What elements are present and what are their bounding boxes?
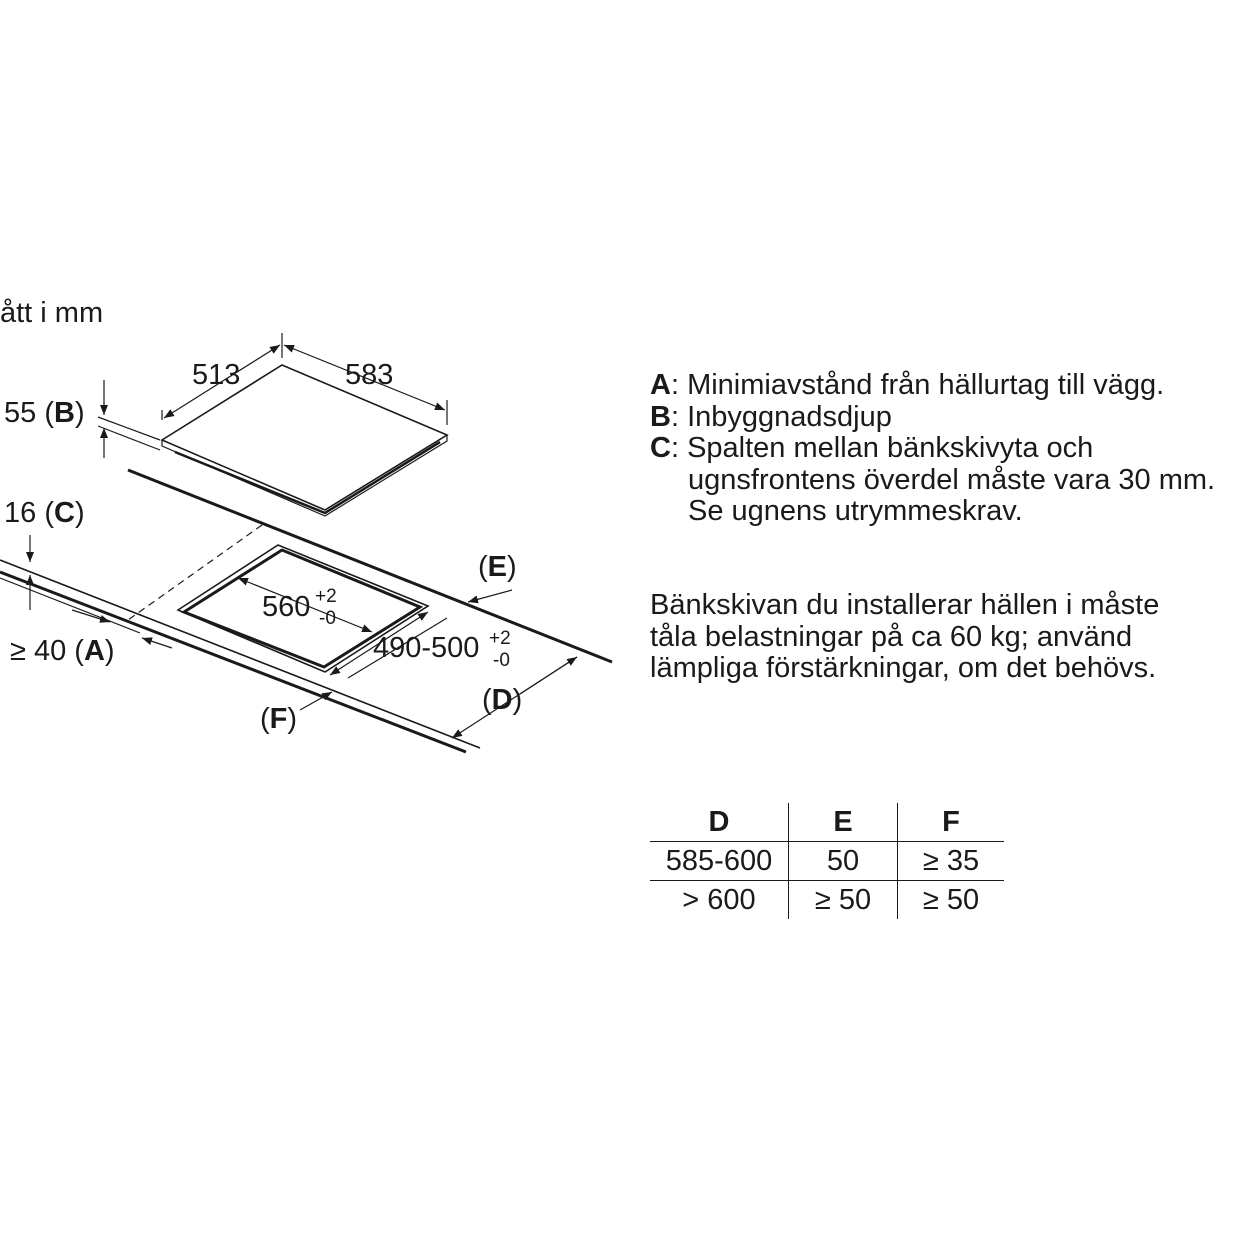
a-distance-arrows <box>71 609 173 649</box>
table-header-f: F <box>897 803 1004 842</box>
table-cell: ≥ 50 <box>922 883 980 916</box>
table-row: > 600 ≥ 50 ≥ 50 <box>650 880 1004 919</box>
c-dimension-label: 16 (C) <box>4 497 85 529</box>
hob-dimension-lines <box>97 333 448 458</box>
hob-width-label: 583 <box>345 359 393 391</box>
legend-item-c-line2: ugnsfrontens överdel måste vara 30 mm. <box>688 463 1216 496</box>
b-dimension-label: 55 (B) <box>4 397 85 429</box>
f-label: (F) <box>260 703 297 735</box>
table-header-row: D E F <box>650 803 1004 842</box>
load-note: Bänkskivan du installerar hällen i måste… <box>650 589 1240 685</box>
d-label: (D) <box>482 684 522 716</box>
table-row: 585-600 50 ≥ 35 <box>650 841 1004 881</box>
e-label: (E) <box>478 551 517 583</box>
legend-item-c-line3: Se ugnens utrymmeskrav. <box>688 495 1023 527</box>
table-cell: ≥ 50 <box>788 880 898 919</box>
a-dimension-label: ≥ 40 (A) <box>10 635 115 667</box>
cutout-width-tol-plus: +2 <box>315 586 337 607</box>
cutout-width-label: 560 <box>262 591 310 623</box>
load-note-line: lämpliga förstärkningar, om det behövs. <box>650 652 1157 684</box>
hob-depth-label: 513 <box>192 359 240 391</box>
cutout-depth-tol-plus: +2 <box>489 628 511 649</box>
def-arrows <box>299 589 578 739</box>
legend-item-c: C: Spalten mellan bänkskivyta och <box>650 432 1094 464</box>
clearance-table: D E F 585-600 50 ≥ 35 > 600 ≥ 50 ≥ 50 <box>650 803 1004 919</box>
worktop-back-edge <box>127 468 613 664</box>
legend: A: Minimiavstånd från hällurtag till väg… <box>650 369 1240 528</box>
table-cell: ≥ 35 <box>897 841 1004 881</box>
cutout-depth-label: 490-500 <box>373 632 479 664</box>
cutout <box>176 544 430 673</box>
table-cell: 50 <box>788 841 898 881</box>
projection-line <box>127 524 263 621</box>
cutout-depth-tol-minus: -0 <box>493 650 510 671</box>
worktop-front-edge <box>0 559 481 754</box>
table-cell: > 600 <box>650 880 789 919</box>
load-note-line: tåla belastningar på ca 60 kg; använd <box>650 620 1133 653</box>
legend-item-b: B: Inbyggnadsdjup <box>650 400 892 433</box>
load-note-line: Bänkskivan du installerar hällen i måste <box>650 589 1160 621</box>
table-cell: 585-600 <box>650 841 789 881</box>
table-header-e: E <box>788 803 898 842</box>
cutout-width-tol-minus: -0 <box>319 608 336 629</box>
units-label: ått i mm <box>0 297 103 329</box>
legend-item-a: A: Minimiavstånd från hällurtag till väg… <box>650 369 1165 401</box>
table-header-d: D <box>650 803 789 842</box>
